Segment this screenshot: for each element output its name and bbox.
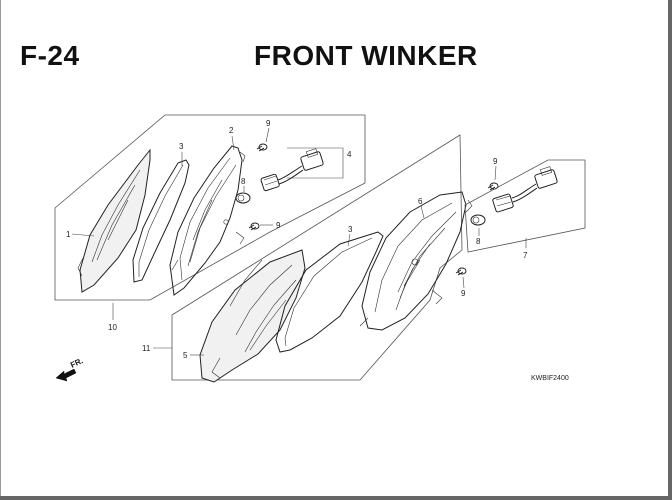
callout-9c: 9 xyxy=(493,157,498,166)
callout-9b: 9 xyxy=(276,221,281,230)
callout-6: 6 xyxy=(418,197,423,206)
front-direction-marker: FR. xyxy=(55,356,85,382)
front-arrow-icon xyxy=(55,368,77,382)
gasket-part-3-left xyxy=(132,159,190,283)
callout-4: 4 xyxy=(347,150,352,159)
front-direction-label: FR. xyxy=(69,356,84,370)
callout-1: 1 xyxy=(66,230,71,239)
lens-part-1 xyxy=(77,148,151,293)
screw-part-9-lower-left xyxy=(248,222,260,231)
drawing-code: KWBIF2400 xyxy=(531,375,569,382)
leader-9c xyxy=(494,165,497,181)
callout-3b: 3 xyxy=(348,225,353,234)
leader-2 xyxy=(231,135,235,151)
callout-9d: 9 xyxy=(461,289,466,298)
screw-part-9-upper-left xyxy=(256,143,268,152)
housing-part-2 xyxy=(169,145,246,296)
leader-3b xyxy=(347,233,351,247)
screw-part-9-upper-right xyxy=(487,182,499,191)
page-border-left xyxy=(0,0,1,500)
group-box-7 xyxy=(464,159,586,253)
leader-9d xyxy=(462,276,465,289)
leader-9a xyxy=(265,127,270,143)
lens-part-5 xyxy=(199,249,306,383)
callout-8b: 8 xyxy=(476,237,481,246)
page-border-bottom xyxy=(0,496,672,500)
callout-3a: 3 xyxy=(179,142,184,151)
callout-9a: 9 xyxy=(266,119,271,128)
callout-2: 2 xyxy=(229,126,234,135)
callout-5: 5 xyxy=(183,351,188,360)
screw-part-9-lower-right xyxy=(455,267,467,276)
assembly-box-11 xyxy=(171,134,463,381)
gasket-part-3-right xyxy=(275,231,384,353)
bulb-socket-assembly-left xyxy=(235,148,324,204)
group-bracket-4 xyxy=(287,147,344,179)
callout-8a: 8 xyxy=(241,177,246,186)
callout-10: 10 xyxy=(108,323,117,332)
page-title: FRONT WINKER xyxy=(254,40,478,71)
page-border-right xyxy=(668,0,672,500)
section-code: F-24 xyxy=(20,40,80,71)
housing-part-6 xyxy=(359,191,473,331)
leader-6 xyxy=(420,205,425,219)
callout-11: 11 xyxy=(142,344,151,353)
leader-1 xyxy=(71,233,95,237)
callout-7: 7 xyxy=(523,251,528,260)
bulb-socket-assembly-right xyxy=(470,166,558,226)
assembly-box-10 xyxy=(54,114,366,301)
